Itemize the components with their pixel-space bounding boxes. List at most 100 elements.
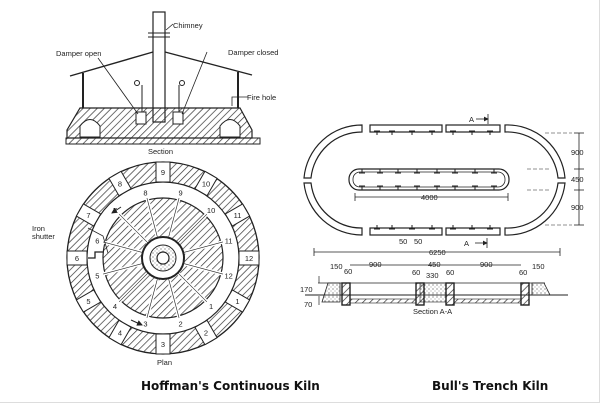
flue-spoke [146,198,158,237]
dim-6250: 6250 [429,248,446,257]
outer-chamber-number: 4 [118,328,122,337]
damper-open-label: Damper open [56,49,101,58]
outer-chamber-number: 10 [202,180,210,189]
chimney-label: Chimney [173,21,203,30]
flue-tooth [377,185,383,190]
flue-spoke [184,241,223,253]
outer-chamber-number: 9 [161,168,165,177]
hoffman-caption: Hoffman's Continuous Kiln [141,379,320,393]
dim-60-3: 60 [446,268,454,277]
outer-chamber: 3 [155,333,171,355]
section-a-a-title: Section A-A [413,307,452,316]
dim-150-right: 150 [532,262,545,271]
flue-tooth [409,130,415,135]
flue-tooth [469,225,475,230]
chimney-base [156,251,170,265]
inner-flue-number: 12 [225,272,233,281]
flue-spoke [103,241,142,253]
outer-chamber-number: 8 [118,180,122,189]
plan-title: Plan [157,358,172,367]
inner-flue-number: 4 [113,302,117,311]
dim-900-bottom: 900 [571,203,584,212]
bulls-trench-plan-drawing [303,114,584,256]
fire-direction-arrow [111,206,122,214]
flue-tooth [389,225,395,230]
dim-50-a: 50 [399,237,407,246]
flue-tooth [472,185,478,190]
flue-tooth [491,169,497,174]
flue-tooth [374,130,380,135]
outer-chamber: 2 [194,319,218,346]
outer-chamber-number: 6 [75,254,79,263]
dim-50-b: 50 [414,237,422,246]
outer-chamber: 12 [238,250,260,266]
fire-hole-label: Fire hole [247,93,276,102]
roof-left [69,51,154,77]
dim-450: 450 [571,175,584,184]
inner-flue-number: 8 [143,188,147,197]
outer-chamber-number: 11 [234,211,242,220]
flue-tooth [469,130,475,135]
flue-tooth [429,225,435,230]
flue-tooth [359,185,365,190]
outer-chamber-number: 2 [204,328,208,337]
bulls-section-drawing [305,264,568,306]
flue-tooth [395,169,401,174]
flue-tooth [389,130,395,135]
flue-tooth [491,185,497,190]
inner-flue-number: 9 [179,188,183,197]
flue-spoke [184,263,223,275]
dim-60-4: 60 [519,268,527,277]
outer-chamber: 8 [108,170,132,197]
outer-chamber-number: 1 [235,297,239,306]
flue-spoke [118,273,148,303]
fire-direction-arrow [130,319,143,326]
flue-tooth [434,185,440,190]
flue-spoke [118,213,148,243]
flue-spoke [168,198,180,237]
outer-chamber-number: 5 [86,297,90,306]
chimney-stack [152,11,166,123]
flue-tooth [414,185,420,190]
flue-spoke [168,279,180,318]
flue-tooth [377,169,383,174]
outer-chamber-number: 3 [161,340,165,349]
dim-60-1: 60 [344,267,352,276]
flue-tooth [472,169,478,174]
outer-chamber: 7 [75,203,102,227]
inner-flue-number: 10 [207,206,215,215]
section-marker-bottom: A [464,239,469,248]
inner-flue-number: 5 [95,272,99,281]
outer-chamber: 6 [66,250,88,266]
outer-chamber: 5 [75,289,102,313]
flue-tooth [452,185,458,190]
section-marker-top: A [469,115,474,124]
dim-4000: 4000 [421,193,438,202]
flue-tooth [359,169,365,174]
dim-150-left: 150 [330,262,343,271]
dim-900-right: 900 [480,260,493,269]
flue-tooth [487,130,493,135]
outer-chamber: 11 [224,203,251,227]
flue-spoke [178,213,208,243]
outer-chamber-number: 7 [86,211,90,220]
flue-tooth [429,130,435,135]
dim-70: 70 [304,300,312,309]
outer-chamber-number: 12 [245,254,253,263]
dim-900-left: 900 [369,260,382,269]
bulls-caption: Bull's Trench Kiln [432,379,549,393]
inner-flue-number: 6 [95,236,99,245]
flue-tooth [409,225,415,230]
dim-60-2: 60 [412,268,420,277]
iron-shutter-mark [88,251,103,259]
outer-chamber: 9 [155,161,171,183]
inner-flue-number: 1 [209,302,213,311]
outer-chamber: 1 [224,289,251,313]
dim-170: 170 [300,285,313,294]
inner-flue-number: 2 [179,320,183,329]
dim-330: 330 [426,271,439,280]
flue-tooth [487,225,493,230]
